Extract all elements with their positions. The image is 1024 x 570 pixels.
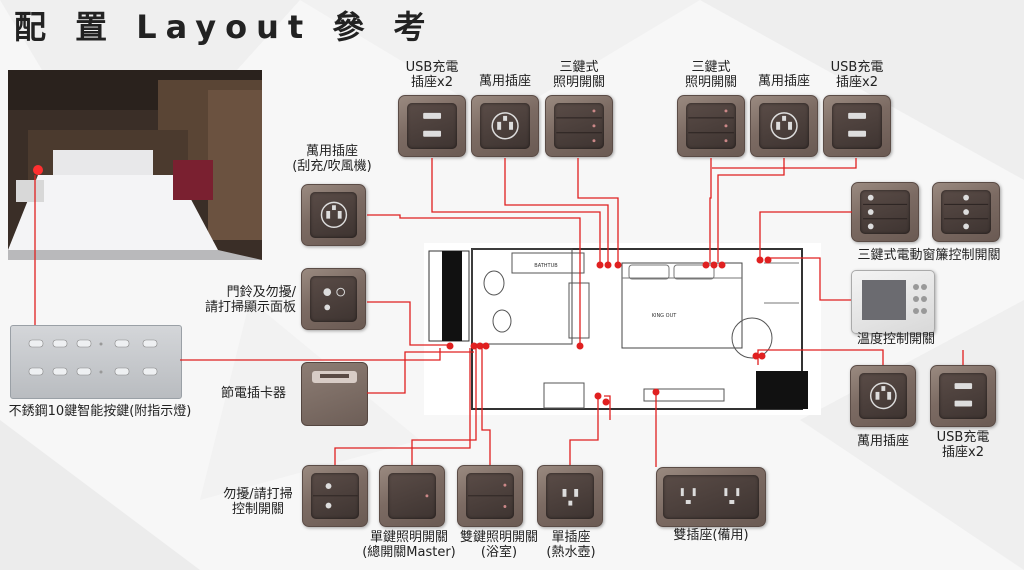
- label-line: 萬用插座: [305, 144, 358, 159]
- room-photo: [8, 70, 262, 260]
- label-duplex-spare: 雙插座(備用): [656, 528, 766, 543]
- smart-keypad: [10, 325, 182, 399]
- label-line: 溫度控制開關: [856, 332, 935, 347]
- label-usb-top-left: USB充電 插座x2: [398, 60, 466, 90]
- universal-socket-top-right: [750, 95, 818, 157]
- label-double-bath: 雙鍵照明開關 (浴室): [454, 530, 544, 560]
- label-line: 插座x2: [942, 445, 984, 460]
- label-line: (刮充/吹風機): [292, 159, 372, 174]
- thermostat: [851, 270, 935, 334]
- label-usb-top-right: USB充電 插座x2: [818, 60, 896, 90]
- floor-plan: BATHTUB KING OUT: [424, 243, 821, 415]
- energy-card-saver: [301, 362, 368, 426]
- label-single-kettle: 單插座 (熱水壺): [536, 530, 606, 560]
- single-socket-kettle: [537, 465, 603, 527]
- label-keypad: 不銹鋼10鍵智能按鍵(附指示燈): [0, 404, 200, 419]
- label-line: 控制開關: [231, 502, 284, 517]
- label-universal-top: 萬用插座: [466, 74, 544, 89]
- doorbell-panel: [301, 268, 366, 330]
- label-dnd-switch: 勿擾/請打掃 控制開關: [215, 487, 301, 517]
- usb-socket-right: [930, 365, 996, 427]
- label-single-master: 單鍵照明開關 (總開關Master): [359, 530, 459, 560]
- label-line: 不銹鋼10鍵智能按鍵(附指示燈): [8, 404, 192, 419]
- label-line: 照明開關: [552, 75, 605, 90]
- label-line: 三鍵式電動窗簾控制開關: [857, 248, 1001, 263]
- label-thermostat: 溫度控制開關: [846, 332, 946, 347]
- label-line: 單插座: [551, 530, 591, 545]
- label-line: 單鍵照明開關: [369, 530, 448, 545]
- dnd-switch: [302, 465, 368, 527]
- universal-socket-right: [850, 365, 916, 427]
- label-doorbell: 門鈴及勿擾/ 請打掃顯示面板: [190, 285, 296, 315]
- usb-socket-top-left: [398, 95, 466, 157]
- label-triple-top-right: 三鍵式 照明開關: [672, 60, 750, 90]
- label-usb-right: USB充電 插座x2: [926, 430, 1000, 460]
- label-line: 三鍵式: [691, 60, 731, 75]
- label-line: 請打掃顯示面板: [204, 300, 296, 315]
- label-line: (熱水壺): [546, 545, 596, 560]
- label-line: USB充電: [830, 60, 884, 75]
- label-line: USB充電: [936, 430, 990, 445]
- label-triple-top-left: 三鍵式 照明開關: [540, 60, 618, 90]
- label-line: 三鍵式: [559, 60, 599, 75]
- duplex-socket-spare: [656, 467, 766, 527]
- label-line: 萬用插座: [478, 74, 531, 89]
- page-title: 配 置 Layout 參 考: [14, 8, 435, 46]
- triple-switch-top-left: [545, 95, 613, 157]
- label-line: 插座x2: [836, 75, 878, 90]
- label-universal-top-right: 萬用插座: [745, 74, 823, 89]
- label-line: 節電插卡器: [220, 386, 286, 401]
- universal-socket-top: [471, 95, 539, 157]
- label-universal-shaver: 萬用插座 (刮充/吹風機): [284, 144, 380, 174]
- single-switch-master: [379, 465, 445, 527]
- curtain-switch-2: [932, 182, 1000, 242]
- label-card-saver: 節電插卡器: [196, 386, 286, 401]
- label-line: 照明開關: [684, 75, 737, 90]
- label-line: 雙鍵照明開關: [459, 530, 538, 545]
- label-line: 雙插座(備用): [673, 528, 749, 543]
- label-line: 萬用插座: [856, 434, 909, 449]
- label-line: (浴室): [480, 545, 518, 560]
- curtain-switch-1: [851, 182, 919, 242]
- label-line: 門鈴及勿擾/: [226, 285, 296, 300]
- label-line: 萬用插座: [757, 74, 810, 89]
- label-line: (總開關Master): [362, 545, 456, 560]
- label-line: 勿擾/請打掃: [223, 487, 293, 502]
- usb-socket-top-right: [823, 95, 891, 157]
- universal-socket-shaver: [301, 184, 366, 246]
- label-line: USB充電: [405, 60, 459, 75]
- triple-switch-top-right: [677, 95, 745, 157]
- label-universal-right: 萬用插座: [846, 434, 920, 449]
- bed-label: KING OUT: [652, 313, 678, 319]
- double-switch-bath: [457, 465, 523, 527]
- bathtub-label: BATHTUB: [534, 263, 558, 269]
- label-curtain: 三鍵式電動窗簾控制開關: [846, 248, 1012, 263]
- label-line: 插座x2: [411, 75, 453, 90]
